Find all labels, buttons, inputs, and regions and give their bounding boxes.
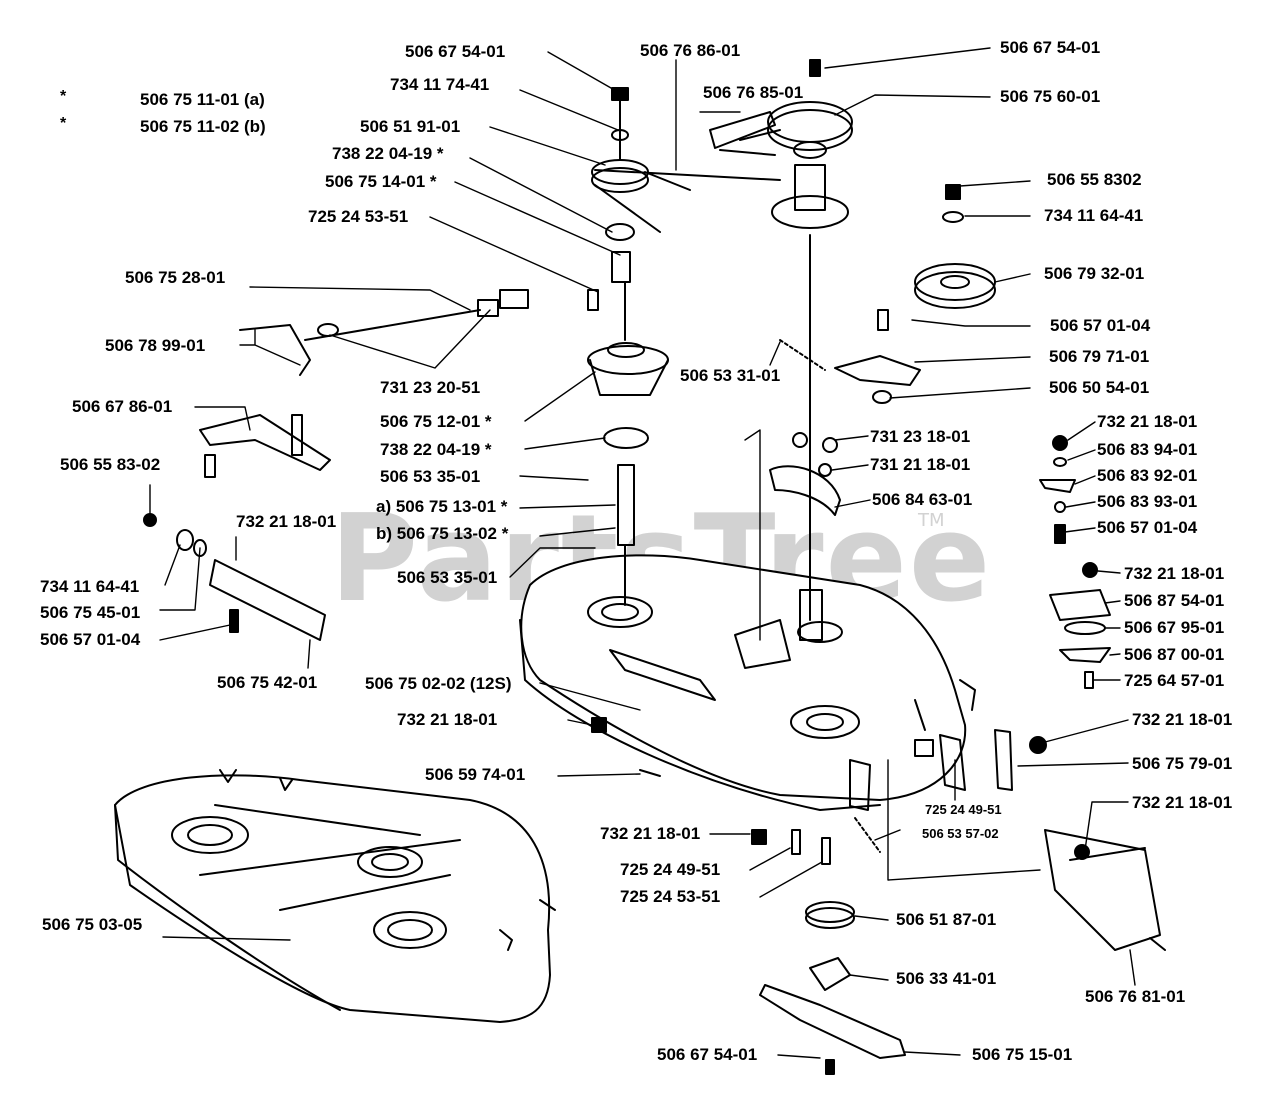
- support-arm-part: [143, 513, 326, 641]
- part-label: 738 22 04-19 *: [332, 144, 444, 163]
- part-label: 506 53 35-01: [380, 467, 481, 486]
- part-label: 731 23 20-51: [380, 378, 481, 397]
- part-label: 732 21 18-01: [1132, 710, 1233, 729]
- part-label: 506 59 74-01: [425, 765, 526, 784]
- part-label: 725 24 49-51: [925, 802, 1002, 817]
- part-label: 734 11 74-41: [390, 75, 490, 94]
- part-label: 506 67 95-01: [1124, 618, 1225, 637]
- part-label: 506 75 60-01: [1000, 87, 1101, 106]
- part-label: 725 64 57-01: [1124, 671, 1225, 690]
- part-label: 506 57 01-04: [1050, 316, 1151, 335]
- part-label: 506 57 01-04: [40, 630, 141, 649]
- part-label: 506 83 94-01: [1097, 440, 1198, 459]
- part-label: 506 78 99-01: [105, 336, 206, 355]
- part-label: 506 55 8302: [1047, 170, 1142, 189]
- part-label: 506 79 32-01: [1044, 264, 1145, 283]
- part-label: 734 11 64-41: [40, 577, 140, 596]
- part-label: 732 21 18-01: [1097, 412, 1198, 431]
- part-label: 506 75 14-01 *: [325, 172, 437, 191]
- legend-text: 506 75 11-02 (b): [140, 117, 266, 136]
- part-label: 506 75 45-01: [40, 603, 141, 622]
- part-label: 506 33 41-01: [896, 969, 997, 988]
- part-label: 506 79 71-01: [1049, 347, 1150, 366]
- part-label: 506 51 91-01: [360, 117, 461, 136]
- part-label: 506 75 15-01: [972, 1045, 1073, 1064]
- part-label: 732 21 18-01: [1132, 793, 1233, 812]
- left-spindle-part: [587, 87, 669, 606]
- part-label: 506 83 92-01: [1097, 466, 1198, 485]
- main-deck-part: [519, 554, 976, 811]
- side-bracket-part: [849, 729, 1047, 811]
- part-label: 506 53 31-01: [680, 366, 781, 385]
- part-label: 506 53 57-02: [922, 826, 999, 841]
- part-label: 506 76 86-01: [640, 41, 741, 60]
- part-label: 506 50 54-01: [1049, 378, 1150, 397]
- legend-mark: *: [60, 115, 67, 132]
- part-label: 731 23 18-01: [870, 427, 971, 446]
- part-label: 506 67 86-01: [72, 397, 173, 416]
- part-label: 506 75 42-01: [217, 673, 318, 692]
- part-label: 506 84 63-01: [872, 490, 973, 509]
- part-label: 506 53 35-01: [397, 568, 498, 587]
- watermark-trademark: TM: [918, 510, 945, 531]
- part-label: 506 55 83-02: [60, 455, 161, 474]
- right-spindle-part: [709, 59, 853, 641]
- part-label: 506 75 03-05: [42, 915, 143, 934]
- part-label: 506 83 93-01: [1097, 492, 1198, 511]
- part-label: b) 506 75 13-02 *: [376, 524, 509, 543]
- belt-guide-part: [769, 432, 841, 516]
- part-label: 725 24 49-51: [620, 860, 721, 879]
- part-label: 506 87 54-01: [1124, 591, 1225, 610]
- part-label: 506 75 02-02 (12S): [365, 674, 512, 693]
- leader-lines: [149, 47, 1136, 1059]
- part-label: 506 67 54-01: [405, 42, 506, 61]
- part-label: 506 76 85-01: [703, 83, 804, 102]
- part-label: 506 75 79-01: [1132, 754, 1233, 773]
- part-label: 506 76 81-01: [1085, 987, 1186, 1006]
- part-label: 732 21 18-01: [397, 710, 498, 729]
- legend-text: 506 75 11-01 (a): [140, 90, 265, 109]
- part-label: 506 87 00-01: [1124, 645, 1225, 664]
- part-label: 506 67 54-01: [1000, 38, 1101, 57]
- legend-mark: *: [60, 88, 67, 105]
- part-label: 506 57 01-04: [1097, 518, 1198, 537]
- lower-deck-part: [114, 769, 556, 1023]
- belt-part: [594, 129, 781, 233]
- part-label: 506 51 87-01: [896, 910, 997, 929]
- part-label: 506 75 12-01 *: [380, 412, 492, 431]
- part-label: 732 21 18-01: [236, 512, 337, 531]
- idler-part: [779, 184, 996, 404]
- part-label: 738 22 04-19 *: [380, 440, 492, 459]
- part-label: 506 75 28-01: [125, 268, 226, 287]
- discharge-chute-part: [1044, 829, 1166, 951]
- right-hardware-part: [1039, 435, 1111, 689]
- part-label: 731 21 18-01: [870, 455, 971, 474]
- part-label: 732 21 18-01: [600, 824, 701, 843]
- bracket-part: [199, 414, 331, 478]
- part-label: a) 506 75 13-01 *: [376, 497, 508, 516]
- linkage-rod-part: [239, 289, 529, 376]
- part-label: 506 67 54-01: [657, 1045, 758, 1064]
- part-label: 725 24 53-51: [308, 207, 409, 226]
- blade-assembly-part: [591, 717, 906, 1075]
- part-label: 734 11 64-41: [1044, 206, 1144, 225]
- part-label: 725 24 53-51: [620, 887, 721, 906]
- part-label: 732 21 18-01: [1124, 564, 1225, 583]
